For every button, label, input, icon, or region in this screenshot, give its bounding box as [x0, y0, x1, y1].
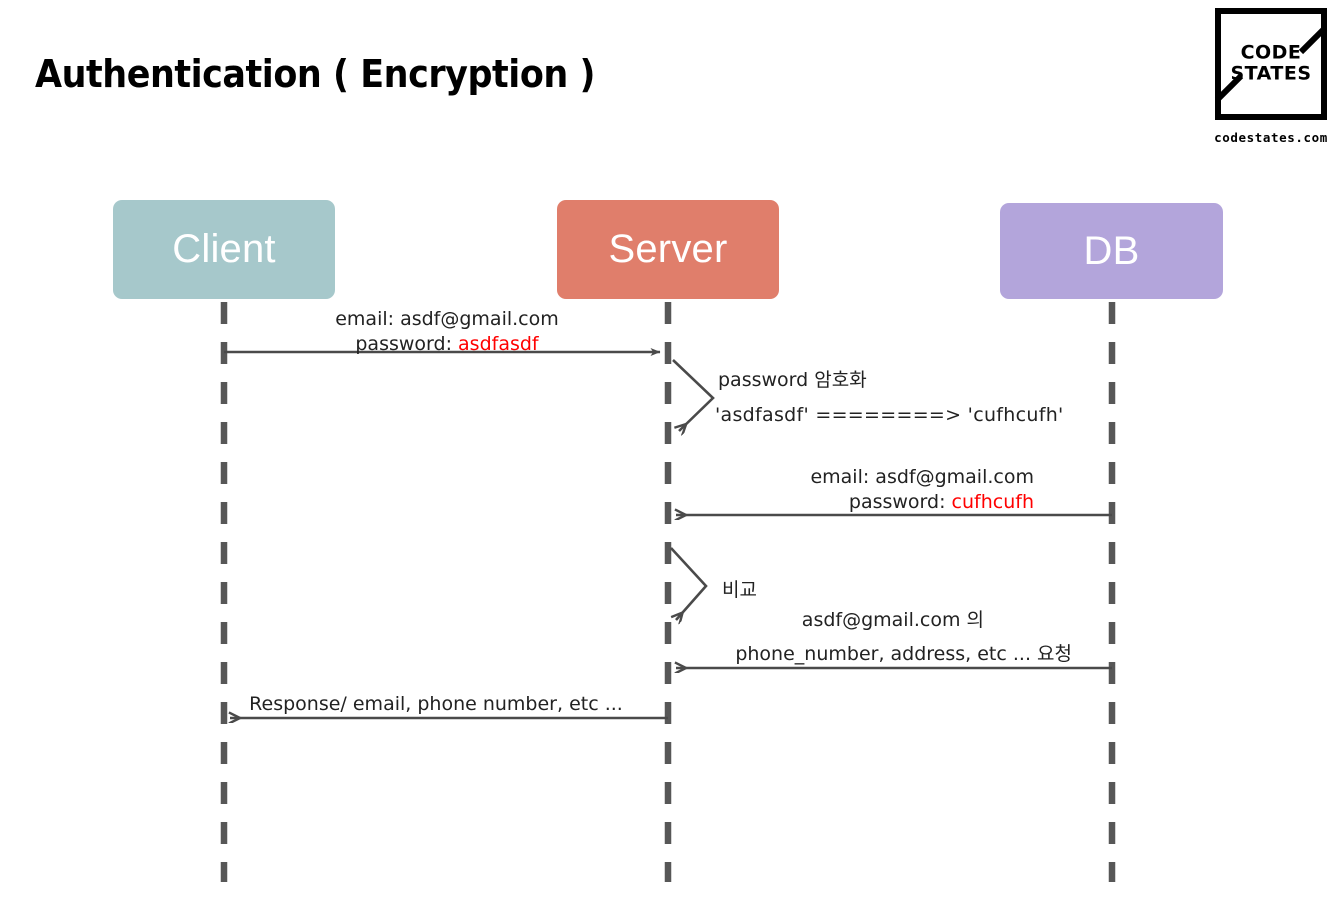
actor-box-client[interactable]: Client — [113, 200, 335, 299]
login-password-prefix: password: — [355, 333, 459, 355]
codestates-logo: CODE STATES codestates.com — [1211, 8, 1331, 145]
arrow-encrypt-selfloop — [672, 359, 715, 431]
logo-square-frame: CODE STATES — [1214, 8, 1328, 120]
logo-line-code: CODE — [1240, 41, 1302, 64]
message-label-compare: 비교 — [722, 579, 757, 601]
page-title: Authentication ( Encryption ) — [35, 52, 596, 96]
dbcreds-email-line: email: asdf@gmail.com — [810, 466, 1034, 488]
arrow-compare-selfloop — [670, 547, 708, 620]
login-password-value: asdfasdf — [458, 333, 539, 355]
dbcreds-password-line: password: cufhcufh — [672, 490, 1034, 515]
message-label-db-request-line1: asdf@gmail.com 의 — [801, 609, 984, 631]
message-label-encrypt-transform: 'asdfasdf' ========> 'cufhcufh' — [715, 404, 1064, 426]
actor-label-db: DB — [1083, 228, 1140, 273]
logo-domain-text: codestates.com — [1214, 130, 1328, 145]
actor-box-server[interactable]: Server — [557, 200, 779, 299]
message-label-db-request-line2: phone_number, address, etc ... 요청 — [735, 643, 1072, 665]
actor-box-db[interactable]: DB — [1000, 203, 1223, 299]
login-email-line: email: asdf@gmail.com — [335, 308, 559, 330]
message-label-client-response: Response/ email, phone number, etc ... — [249, 693, 623, 715]
login-password-line: password: asdfasdf — [232, 332, 662, 357]
logo-line-states: STATES — [1230, 63, 1312, 85]
actor-label-client: Client — [172, 227, 276, 271]
message-label-login-request: email: asdf@gmail.com password: asdfasdf — [232, 307, 662, 357]
dbcreds-password-prefix: password: — [848, 491, 952, 513]
message-label-db-credentials: email: asdf@gmail.com password: cufhcufh — [672, 465, 1034, 515]
dbcreds-password-value: cufhcufh — [951, 491, 1034, 513]
message-label-encrypt-title: password 암호화 — [718, 369, 867, 391]
actor-label-server: Server — [608, 227, 728, 271]
logo-wordmark: CODE STATES — [1221, 41, 1321, 86]
